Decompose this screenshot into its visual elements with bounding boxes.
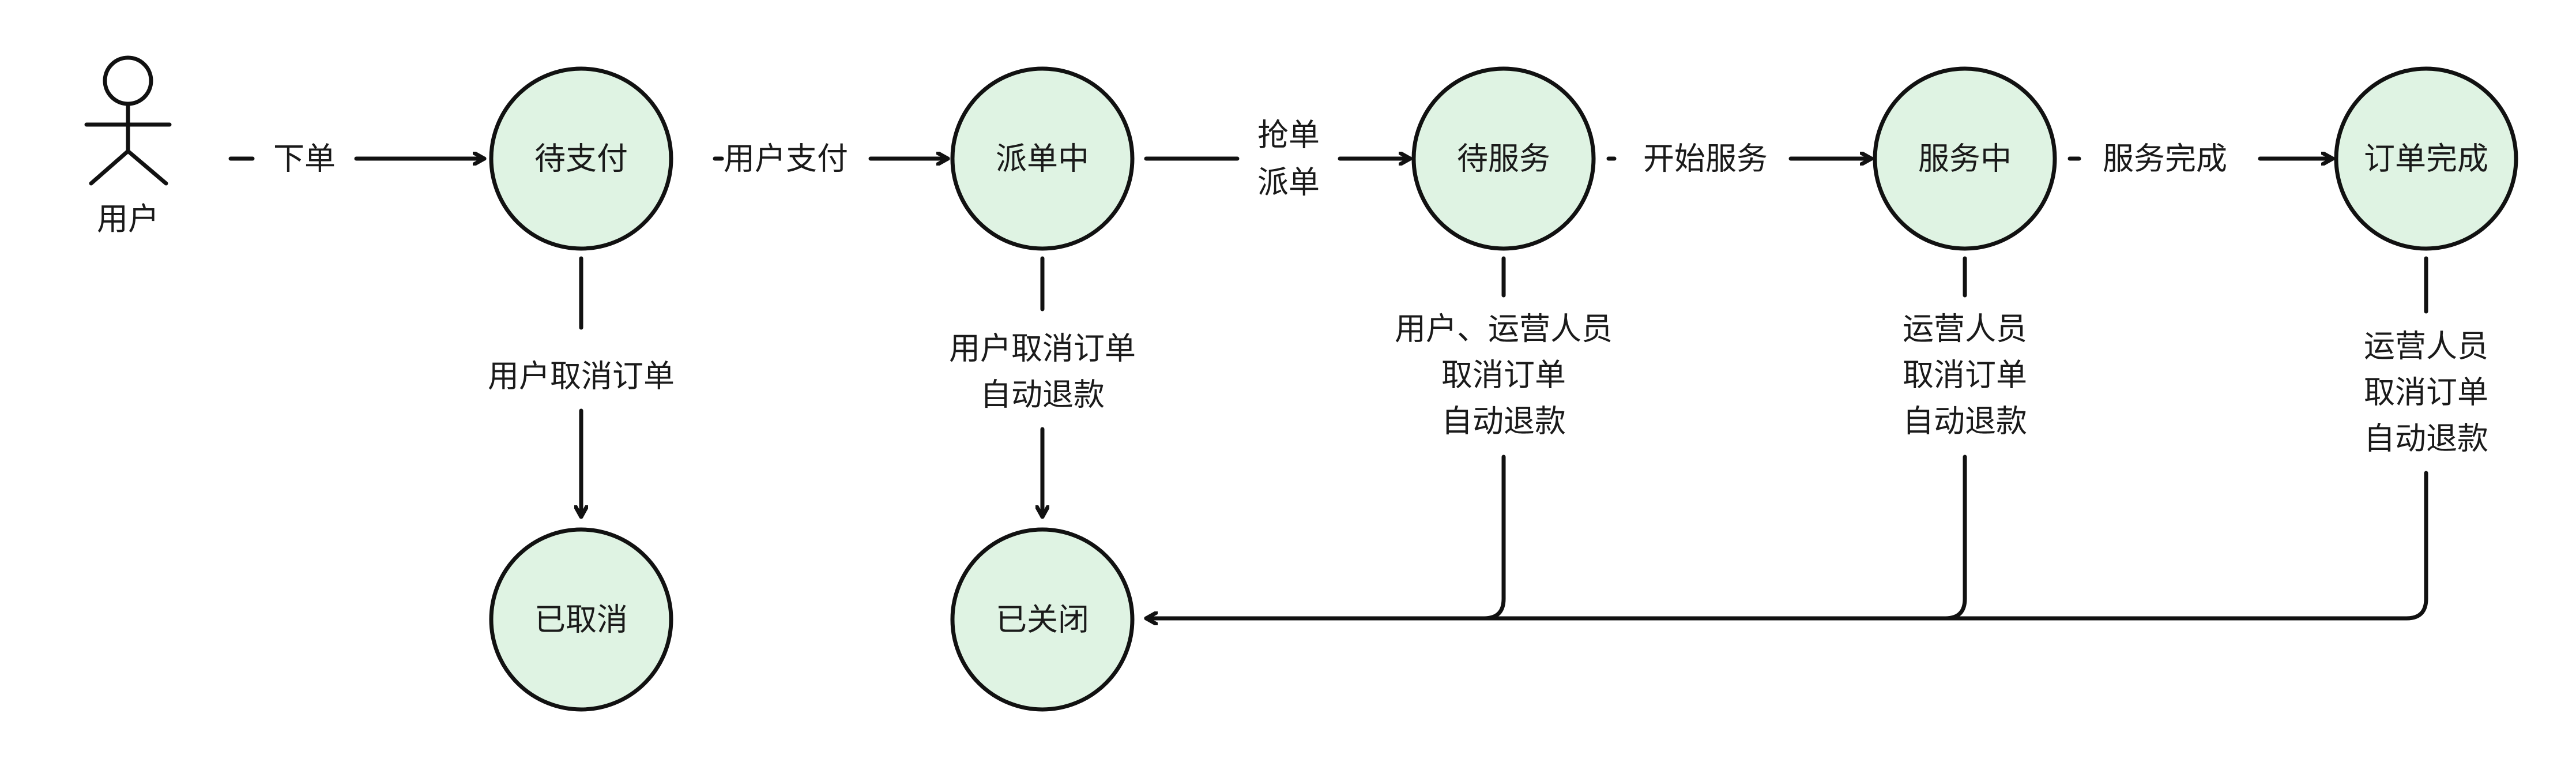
state-label-pending-payment: 待支付 [534, 141, 628, 177]
edge-user-cancel: 用户取消订单 [488, 256, 675, 519]
state-label-cancelled: 已取消 [534, 602, 628, 638]
state-in-service: 服务中 [1873, 66, 2057, 251]
state-completed: 订单完成 [2334, 66, 2518, 251]
edge-place-order: 下单 [228, 141, 487, 177]
edge-grab-dispatch: 抢单 派单 [1144, 117, 1413, 201]
edge-label-dispatch-order: 派单 [1257, 164, 1320, 201]
edge-label-place-order: 下单 [273, 141, 336, 177]
edge-pending-service-cancel: 用户、运营人员 取消订单 自动退款 [1395, 256, 1613, 621]
edge-label-pending-service-cancel-2: 取消订单 [1441, 357, 1566, 393]
user-actor: 用户 [84, 55, 172, 237]
edge-label-completed-cancel-2: 取消订单 [2364, 374, 2488, 411]
edge-label-user-pay: 用户支付 [724, 141, 848, 177]
state-label-completed: 订单完成 [2364, 141, 2488, 177]
state-pending-service: 待服务 [1411, 66, 1596, 251]
edge-label-user-cancel: 用户取消订单 [488, 358, 675, 395]
edge-label-pending-service-cancel-1: 用户、运营人员 [1395, 311, 1613, 347]
edge-label-grab-order: 抢单 [1257, 117, 1320, 153]
edge-start-service: 开始服务 [1606, 141, 1874, 177]
state-cancelled: 已取消 [489, 527, 673, 712]
actor-right-leg [126, 149, 168, 186]
edge-label-dispatching-cancel-2: 自动退款 [980, 377, 1105, 413]
state-dispatching: 派单中 [950, 66, 1135, 251]
state-closed: 已关闭 [950, 527, 1135, 712]
state-pending-payment: 待支付 [489, 66, 673, 251]
edge-label-pending-service-cancel-3: 自动退款 [1441, 403, 1566, 440]
edge-user-pay: 用户支付 [713, 141, 950, 177]
edge-dispatching-cancel: 用户取消订单 自动退款 [949, 256, 1136, 519]
state-label-pending-service: 待服务 [1457, 141, 1550, 177]
edge-service-done: 服务完成 [2067, 141, 2335, 177]
edge-label-in-service-cancel-3: 自动退款 [1903, 403, 2027, 440]
state-label-in-service: 服务中 [1918, 141, 2012, 177]
edge-label-in-service-cancel-2: 取消订单 [1903, 357, 2027, 393]
edge-label-start-service: 开始服务 [1643, 141, 1768, 177]
state-label-closed: 已关闭 [996, 602, 1089, 638]
state-label-dispatching: 派单中 [996, 141, 1089, 177]
edge-in-service-cancel: 运营人员 取消订单 自动退款 [1903, 256, 2027, 621]
actor-label: 用户 [97, 201, 159, 237]
edge-label-dispatching-cancel-1: 用户取消订单 [949, 331, 1136, 367]
actor-head [103, 55, 153, 106]
edge-label-completed-cancel-3: 自动退款 [2364, 420, 2488, 457]
edge-label-service-done: 服务完成 [2103, 141, 2227, 177]
actor-left-leg [89, 149, 130, 186]
edge-label-in-service-cancel-1: 运营人员 [1903, 311, 2027, 347]
edge-label-completed-cancel-1: 运营人员 [2364, 328, 2488, 365]
edge-completed-cancel: 运营人员 取消订单 自动退款 [1144, 256, 2488, 618]
